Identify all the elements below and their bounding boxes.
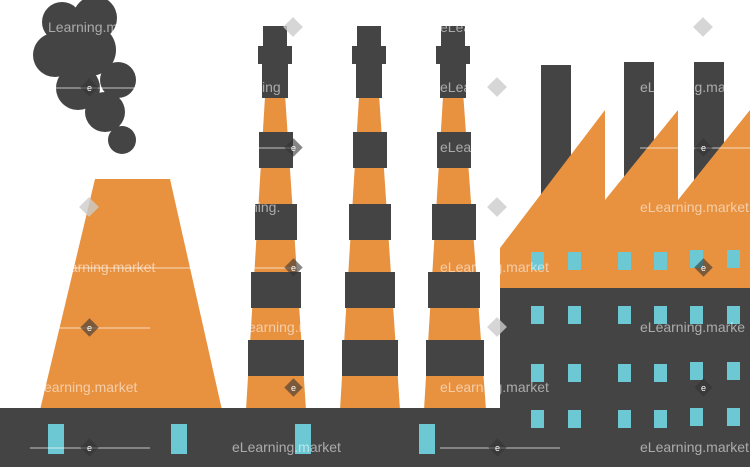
watermark-text: eLea xyxy=(440,19,471,35)
watermark-badge: e xyxy=(284,258,303,277)
watermark-text: eLearning.marke xyxy=(640,319,745,335)
watermark-text: eLearning.market xyxy=(232,439,341,455)
watermark-badge: e xyxy=(488,438,507,457)
watermark-badge: e xyxy=(694,258,713,277)
watermark-badge-letter: e xyxy=(291,263,296,273)
watermark-text: eLearning.market xyxy=(640,199,749,215)
watermark-texts: Learning.market eLea ing eLearning.marke… xyxy=(44,19,749,455)
watermark-badge-letter: e xyxy=(701,143,706,153)
watermark-badge-letter: e xyxy=(495,443,500,453)
watermark-badge: e xyxy=(284,378,303,397)
watermark-text: earning.market xyxy=(248,319,341,335)
watermark-badge: e xyxy=(694,378,713,397)
watermark-badge-letter: e xyxy=(87,443,92,453)
chimney-1 xyxy=(246,26,306,410)
watermark-text: eLearning.market xyxy=(440,259,549,275)
watermark-text: ning. xyxy=(250,199,280,215)
watermark-badge: e xyxy=(284,138,303,157)
watermark-text: eLearning.marke xyxy=(640,79,745,95)
smoke-cloud xyxy=(33,0,136,154)
watermark-badge-letter: e xyxy=(291,383,296,393)
watermark-badge: e xyxy=(694,138,713,157)
watermark-badge-letter: e xyxy=(87,83,92,93)
ground-strip xyxy=(0,408,750,467)
chimney-3 xyxy=(424,26,486,410)
watermark-badge-letter: e xyxy=(87,323,92,333)
watermark-badges: e e e e e e e e xyxy=(80,78,713,457)
watermark-diamonds xyxy=(79,17,713,337)
watermark-text: eLearni xyxy=(440,79,487,95)
watermark-badge: e xyxy=(80,438,99,457)
watermark-text: Learning.market xyxy=(48,19,149,35)
watermark-text: earning.market xyxy=(44,379,137,395)
watermark-badge-letter: e xyxy=(701,263,706,273)
cooling-tower xyxy=(40,179,222,410)
watermark-badge: e xyxy=(80,78,99,97)
watermark-text: eLearning.market xyxy=(640,439,749,455)
watermark-text: earning.market xyxy=(62,259,155,275)
windows xyxy=(48,250,740,454)
watermark-text: ing xyxy=(262,79,281,95)
watermark-badge-letter: e xyxy=(291,143,296,153)
watermark-badge-letter: e xyxy=(701,383,706,393)
watermark-text: eLearning.mark xyxy=(440,139,538,155)
chimney-2 xyxy=(340,26,400,410)
watermark-text: eLearning.market xyxy=(440,379,549,395)
watermark-badge: e xyxy=(80,318,99,337)
